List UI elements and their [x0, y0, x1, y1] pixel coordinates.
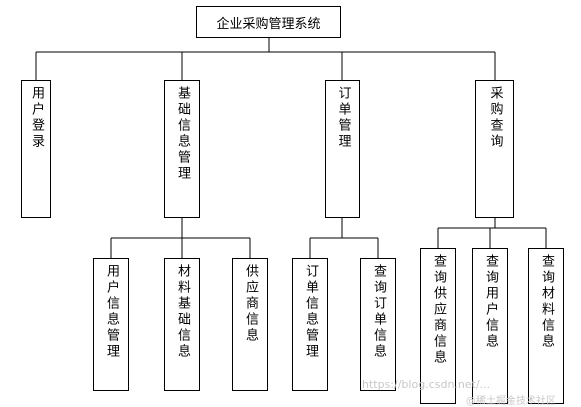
module-label: 用户登录 — [29, 86, 44, 150]
submodule-user-info: 用户信息管理 — [93, 258, 129, 391]
root-label: 企业采购管理系统 — [216, 16, 321, 32]
module-basic-info: 基础信息管理 — [164, 80, 200, 218]
submodule-order-info: 订单信息管理 — [292, 258, 328, 391]
submodule-label: 订单信息管理 — [303, 264, 318, 360]
submodule-query-user: 查询用户信息 — [472, 248, 508, 404]
module-purchase-query: 采购查询 — [475, 80, 514, 218]
submodule-query-order: 查询订单信息 — [360, 258, 396, 391]
submodule-query-supplier: 查询供应商信息 — [420, 248, 456, 404]
submodule-query-material: 查询材料信息 — [528, 248, 564, 404]
submodule-label: 用户信息管理 — [104, 264, 119, 360]
submodule-label: 查询订单信息 — [371, 264, 386, 360]
module-user-login: 用户登录 — [21, 80, 51, 218]
submodule-label: 材料基础信息 — [175, 264, 190, 360]
submodule-supplier-info: 供应商信息 — [232, 258, 268, 391]
module-label: 订单管理 — [335, 86, 351, 150]
module-label: 基础信息管理 — [175, 86, 190, 182]
submodule-label: 查询供应商信息 — [431, 254, 446, 366]
module-label: 采购查询 — [487, 86, 503, 150]
submodule-label: 供应商信息 — [243, 264, 258, 344]
submodule-material-info: 材料基础信息 — [164, 258, 200, 391]
watermark-url: https://blog.csdn.net/... — [362, 378, 491, 391]
watermark-brand: @稀土掘金技术社区 — [466, 396, 556, 407]
submodule-label: 查询材料信息 — [539, 254, 554, 350]
root-node: 企业采购管理系统 — [196, 6, 341, 38]
submodule-label: 查询用户信息 — [483, 254, 498, 350]
module-order-management: 订单管理 — [325, 80, 360, 218]
